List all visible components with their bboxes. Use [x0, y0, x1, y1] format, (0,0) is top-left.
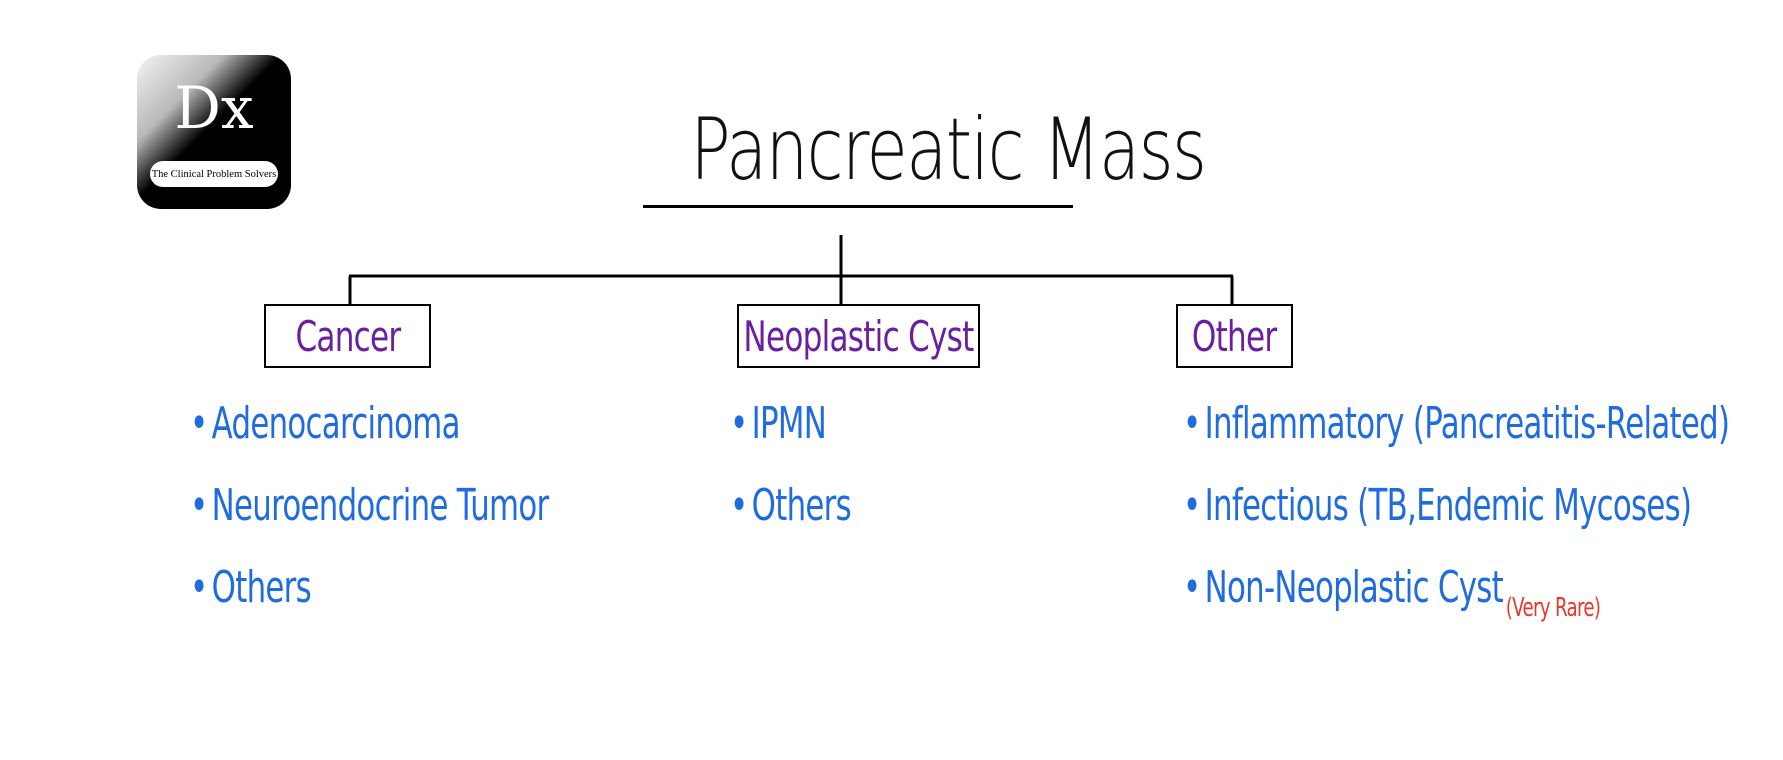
neoplastic-cyst-list: •IPMN •Others [730, 383, 903, 547]
bullet: • [730, 480, 748, 531]
list-item: •IPMN [730, 383, 851, 465]
item-text: Adenocarcinoma [211, 398, 461, 449]
logo-mark: Dx [174, 74, 254, 142]
category-box-other: Other [1176, 304, 1293, 368]
cancer-list: •Adenocarcinoma •Neuroendocrine Tumor •O… [190, 383, 702, 629]
list-item: •Adenocarcinoma [190, 383, 548, 465]
item-text: Others [751, 480, 852, 531]
item-text: Inflammatory (Pancreatitis-Related) [1204, 398, 1730, 449]
category-box-neoplastic-cyst: Neoplastic Cyst [737, 304, 980, 368]
bullet: • [1183, 398, 1201, 449]
bullet: • [190, 398, 208, 449]
other-list: •Inflammatory (Pancreatitis-Related) •In… [1183, 383, 1783, 629]
category-label-cancer: Cancer [294, 311, 401, 361]
bullet: • [1183, 480, 1201, 531]
list-item: •Others [730, 465, 852, 547]
dx-logo: Dx The Clinical Problem Solvers [137, 55, 291, 209]
category-label-neoplastic-cyst: Neoplastic Cyst [743, 311, 974, 361]
list-item: •Inflammatory (Pancreatitis-Related) [1183, 383, 1730, 465]
bullet: • [190, 480, 208, 531]
list-item: •Others [190, 547, 548, 629]
list-item: •Neuroendocrine Tumor [190, 465, 549, 547]
title-underline [643, 205, 1073, 208]
bullet: • [730, 398, 748, 449]
item-text: Neuroendocrine Tumor [211, 480, 549, 531]
item-text: Non-Neoplastic Cyst [1204, 562, 1504, 613]
item-text: IPMN [751, 398, 827, 449]
bullet: • [1183, 562, 1201, 613]
logo-tagline: The Clinical Problem Solvers [150, 161, 278, 187]
rarity-note: (Very Rare) [1505, 593, 1601, 623]
bullet: • [190, 562, 208, 613]
list-item: •Non-Neoplastic Cyst(Very Rare) [1183, 547, 1729, 629]
category-box-cancer: Cancer [264, 304, 431, 368]
item-text: Others [211, 562, 312, 613]
list-item: •Infectious (TB,Endemic Mycoses) [1183, 465, 1729, 547]
category-label-other: Other [1192, 311, 1277, 361]
item-text: Infectious (TB,Endemic Mycoses) [1204, 480, 1692, 531]
